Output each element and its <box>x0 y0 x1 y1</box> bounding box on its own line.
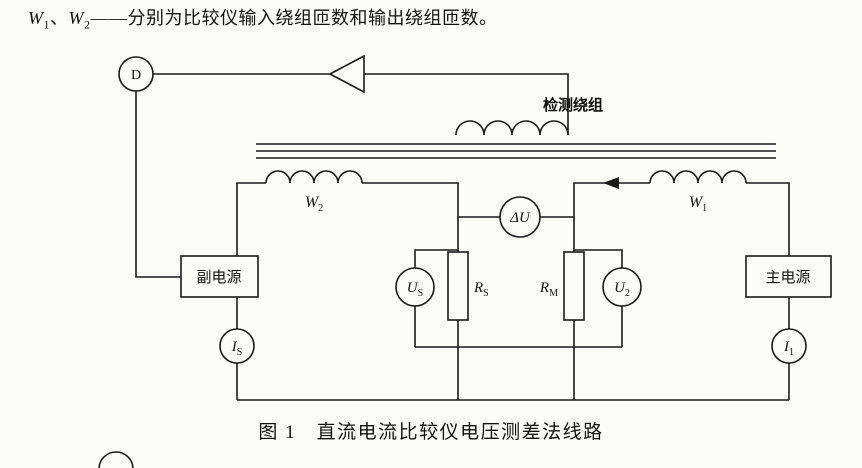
rm-label-main: R <box>539 280 549 296</box>
is-label-sub: S <box>237 347 243 358</box>
delta-u-meter <box>499 196 541 238</box>
wire-amplifier-to-sense-winding <box>364 73 569 135</box>
w1-label: W1 <box>689 194 707 214</box>
sense-winding-label: 检测绕组 <box>543 96 603 114</box>
amplifier-icon <box>328 54 365 94</box>
main-source-label: 主电源 <box>765 269 810 286</box>
w1-winding-icon <box>649 170 747 184</box>
w1-label-sub: 1 <box>702 203 707 214</box>
magnetic-core <box>256 143 776 159</box>
us-meter <box>395 267 435 307</box>
u2-meter <box>602 267 642 307</box>
wire-u2-meter-top <box>574 249 623 268</box>
wire-w2-left-lead <box>236 182 266 256</box>
aux-source-box <box>180 255 259 298</box>
sense-winding-icon <box>455 120 569 136</box>
current-arrow-icon <box>603 177 619 189</box>
note-w1-symbol: W <box>28 8 44 28</box>
rs-resistor-label: RS <box>473 280 489 299</box>
aux-source-label: 副电源 <box>196 269 241 286</box>
us-meter-label: US <box>407 280 423 299</box>
rm-resistor <box>563 251 585 321</box>
note-text: 分别为比较仪输入绕组匝数和输出绕组匝数。 <box>127 8 498 28</box>
wire-detector-to-aux-source <box>135 91 181 278</box>
rs-label-sub: S <box>483 288 489 299</box>
note-separator: 、 <box>50 8 69 28</box>
is-meter-label: IS <box>231 339 243 358</box>
w2-label: W2 <box>305 194 323 214</box>
rm-resistor-label: RM <box>539 280 558 299</box>
is-meter <box>219 328 255 364</box>
is-label-main: I <box>231 339 238 355</box>
detector-circle <box>118 56 154 92</box>
note-dash: —— <box>90 8 128 28</box>
rm-label-sub: M <box>549 288 558 299</box>
i1-meter <box>771 328 807 364</box>
u2-label-main: U <box>614 280 626 296</box>
rs-label-main: R <box>473 280 483 296</box>
figure-caption: 图 1 直流电流比较仪电压测差法线路 <box>258 422 604 443</box>
w2-label-main: W <box>305 194 320 211</box>
wire-us-meter-top <box>414 249 458 268</box>
wire-w1-left-lead <box>573 182 650 252</box>
w1-label-main: W <box>689 194 704 211</box>
i1-label-sub: 1 <box>789 347 794 358</box>
w2-label-sub: 2 <box>318 203 323 214</box>
main-source-box <box>745 255 832 298</box>
us-label-main: U <box>407 280 419 296</box>
us-label-sub: S <box>418 288 424 299</box>
i1-label-main: I <box>783 339 790 355</box>
delta-u-label: ΔU <box>509 210 531 226</box>
note-w2-symbol: W <box>68 8 84 28</box>
detector-label: D <box>131 68 141 83</box>
note-w2-subscript: 2 <box>84 17 91 32</box>
note-w1-subscript: 1 <box>43 17 50 32</box>
u2-label-sub: 2 <box>625 288 630 299</box>
partial-next-figure-circle <box>98 451 134 468</box>
figure-note: W1、W2——分别为比较仪输入绕组匝数和输出绕组匝数。 <box>28 4 498 33</box>
wire-w1-right-lead <box>746 182 790 256</box>
rs-resistor <box>447 251 469 321</box>
w2-winding-icon <box>265 170 363 184</box>
i1-meter-label: I1 <box>783 339 794 358</box>
wire-w2-right-lead <box>362 182 459 252</box>
u2-meter-label: U2 <box>614 280 630 299</box>
